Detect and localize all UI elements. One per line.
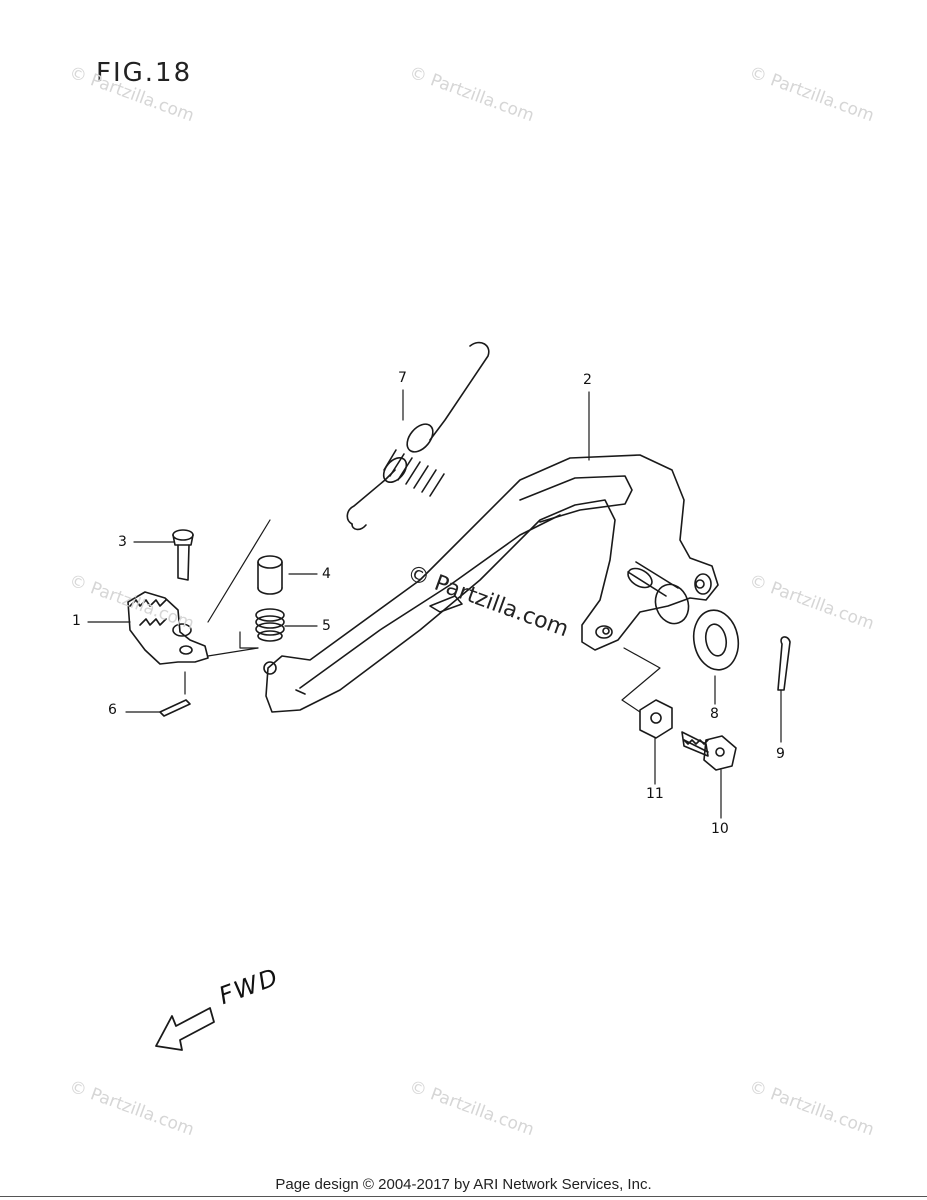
collar [257,555,283,595]
nut [639,699,673,739]
pivot-boss [595,561,712,639]
callout-1: 1 [72,613,81,629]
callout-7: 7 [398,370,407,386]
figure-title: FIG.18 [96,58,193,88]
callout-2: 2 [583,372,592,388]
callout-10: 10 [711,821,729,837]
forward-arrow [155,1007,215,1051]
cotter-pin-small [159,699,191,717]
callout-5: 5 [322,618,331,634]
callout-11: 11 [646,786,664,802]
pedal-tip [127,591,209,665]
clevis-pin [172,529,194,581]
callout-4: 4 [322,566,331,582]
washer [692,609,740,671]
footer-divider [0,1196,927,1197]
cotter-pin [777,636,791,691]
small-spring [255,608,285,642]
callout-9: 9 [776,746,785,762]
footer-copyright: Page design © 2004-2017 by ARI Network S… [275,1176,652,1193]
callout-6: 6 [108,702,117,718]
return-spring [346,341,490,531]
bolt [681,731,737,771]
callout-3: 3 [118,534,127,550]
callout-8: 8 [710,706,719,722]
leader-lines [87,389,782,819]
brake-pedal-arm [263,454,719,713]
